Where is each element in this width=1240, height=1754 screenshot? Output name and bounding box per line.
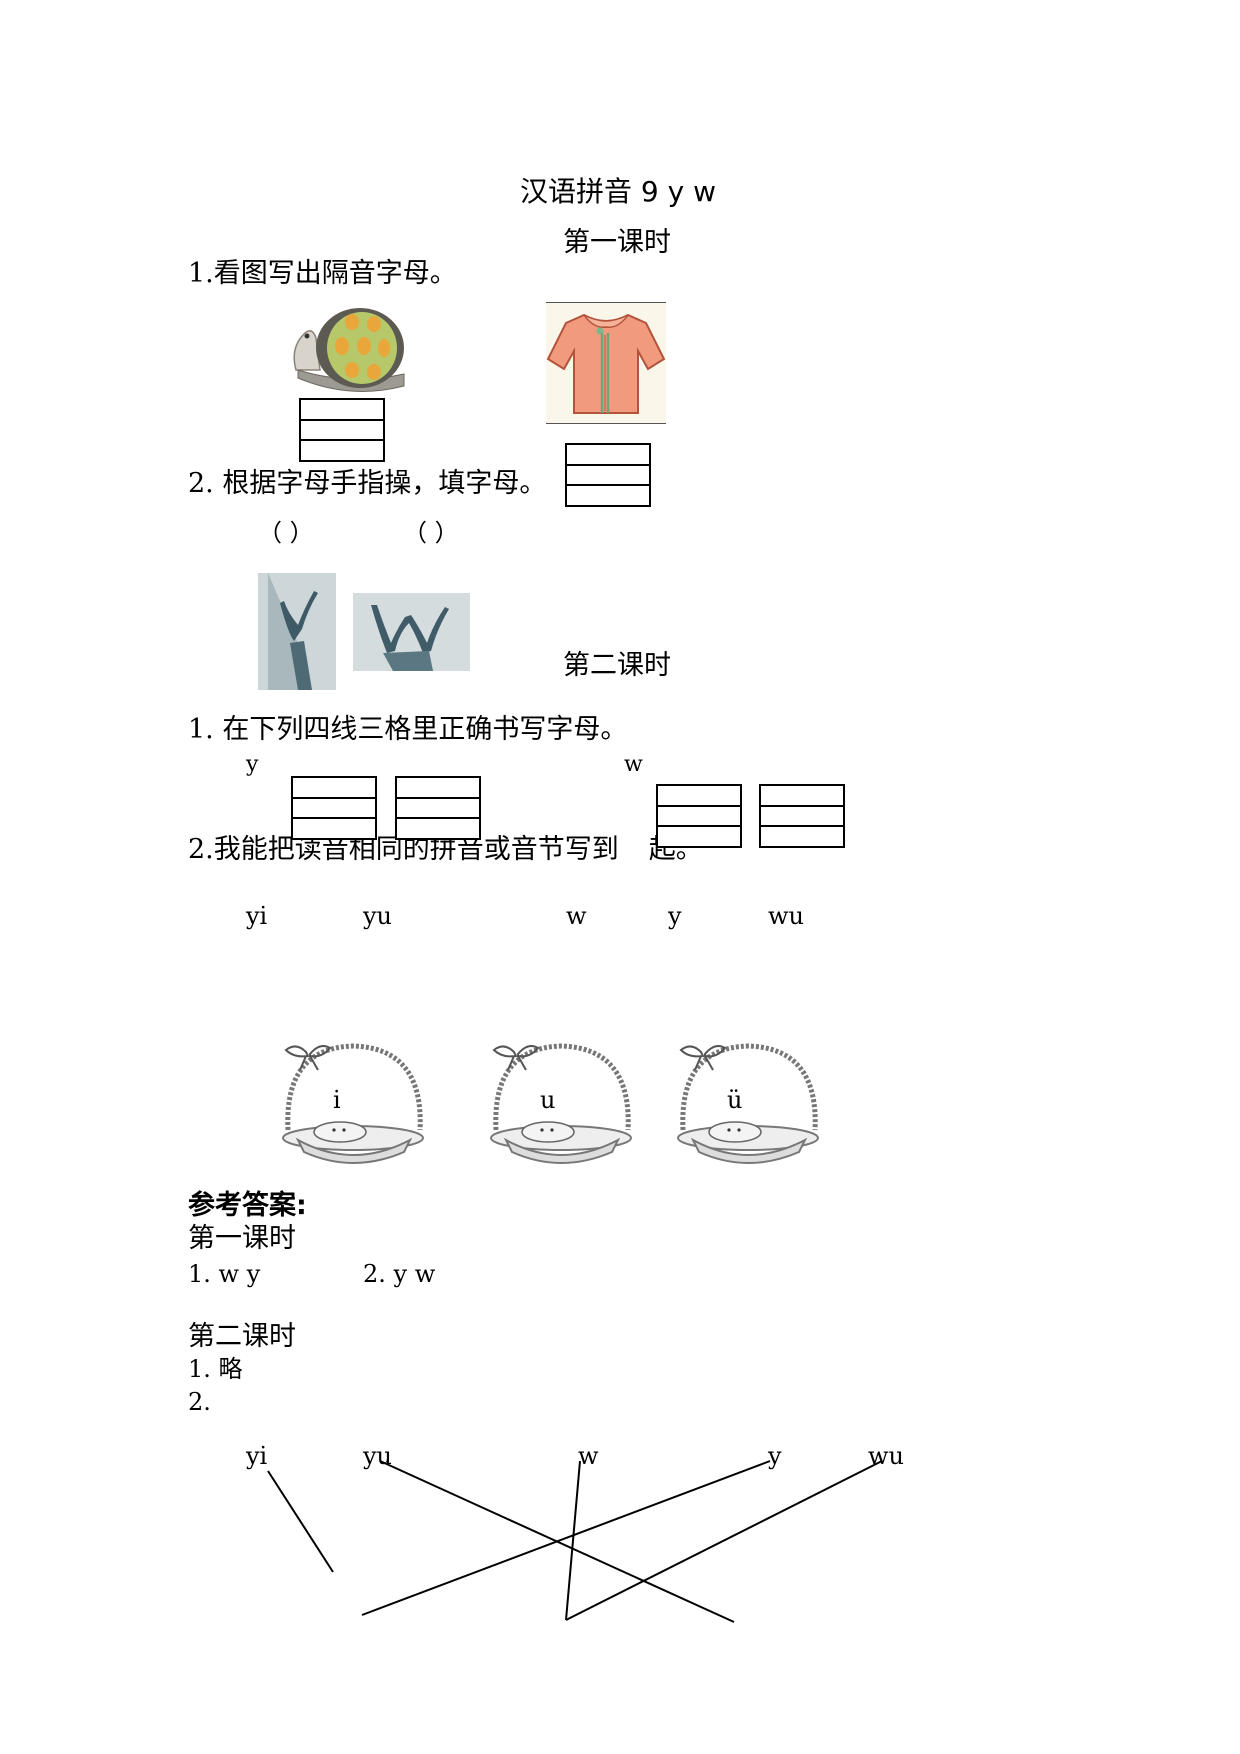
basket-i[interactable]: i [278,1040,428,1165]
lesson2-question-1: 1. 在下列四线三格里正确书写字母。 [188,714,628,745]
letter-w-label: w [624,752,643,777]
page-title: 汉语拼音 9 y w [520,175,716,208]
answer-blank-right[interactable]: （ ） [403,519,459,547]
writing-grid-y-1[interactable] [291,776,377,840]
hand-gesture-w-picture [353,593,470,671]
lesson1-question-2: 2. 根据字母手指操，填字母。 [188,468,547,499]
option-yu[interactable]: yu [363,902,393,930]
basket-u-umlaut[interactable]: ü [673,1040,823,1165]
option-yi[interactable]: yi [246,902,268,930]
writing-grid-w-1[interactable] [656,784,742,848]
shirt-picture [546,302,666,424]
lesson-one-heading: 第一课时 [563,227,671,258]
answers-heading: 参考答案: [188,1190,307,1221]
hand-gesture-y-picture [258,573,336,690]
answers-lesson-one: 第一课时 [188,1223,296,1254]
option-y[interactable]: y [668,902,682,930]
match-line-w [565,1460,581,1621]
lesson1-question-1: 1.看图写出隔音字母。 [188,258,457,289]
writing-grid-snail[interactable] [299,398,385,462]
answers-line-3: 2. [188,1388,211,1416]
basket-letter-u-umlaut: ü [727,1086,743,1114]
option-w[interactable]: w [566,902,587,930]
match-line-wu [565,1460,883,1621]
answers-lesson-two: 第二课时 [188,1321,296,1352]
basket-letter-i: i [333,1086,341,1114]
answers-line-1b: 2. y w [363,1260,436,1288]
answer-option-yi: yi [246,1442,268,1470]
basket-u[interactable]: u [486,1040,636,1165]
match-line-yi [267,1470,334,1573]
snail-picture [290,308,410,400]
option-wu[interactable]: wu [768,902,804,930]
answers-line-1a: 1. w y [188,1260,261,1288]
basket-letter-u: u [540,1086,556,1114]
writing-grid-y-2[interactable] [395,776,481,840]
writing-grid-w-2[interactable] [759,784,845,848]
match-line-y [361,1460,771,1616]
lesson-two-heading: 第二课时 [563,650,671,681]
answer-option-w: w [578,1442,599,1470]
lesson2-question-2-start: 2.我能把读音相同的拼音或音节写到 [188,834,619,865]
answer-option-y: y [768,1442,782,1470]
answer-blank-left[interactable]: （ ） [258,519,314,547]
answers-line-2: 1. 略 [188,1355,243,1383]
letter-y-label: y [246,752,259,777]
writing-grid-shirt[interactable] [565,443,651,507]
